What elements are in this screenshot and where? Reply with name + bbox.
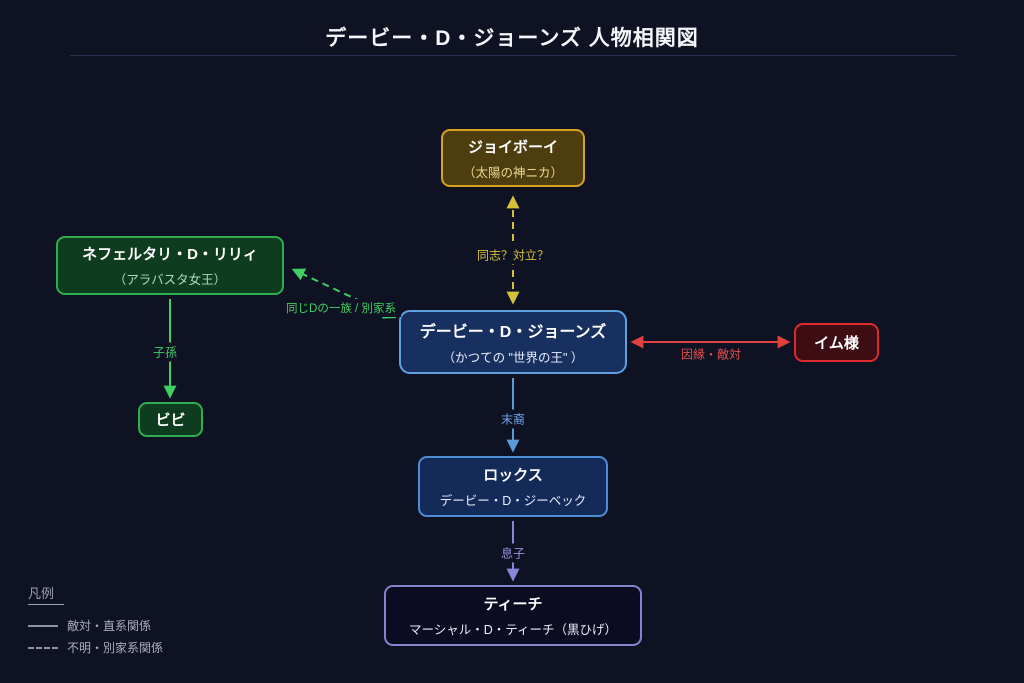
title-divider [70, 55, 956, 56]
legend-solid-label: 敵対・直系関係 [67, 619, 152, 633]
node-vivi: ビビ [138, 402, 203, 437]
edge-label-rocks-teach: 息子 [495, 543, 531, 563]
node-lily-subtitle: （アラバスタ女王） [113, 273, 227, 287]
node-joyboy-subtitle: （太陽の神ニカ） [462, 165, 563, 180]
edge-label-lily-davyjones: 同じDの一族 / 別家系 [281, 299, 401, 317]
page-title: デービー・D・ジョーンズ 人物相関図 [325, 27, 699, 50]
node-im-title: イム様 [814, 335, 859, 352]
edge-label-lily-vivi: 子孫 [147, 342, 183, 362]
node-davy-jones: デービー・D・ジョーンズ （かつての "世界の王" ） [399, 310, 627, 374]
legend: 凡例 敵対・直系関係 不明・別家系関係 [28, 583, 163, 661]
legend-item-solid: 敵対・直系関係 [28, 617, 163, 634]
node-joyboy-title: ジョイボーイ [467, 138, 558, 156]
legend-dashed-line-sample [28, 646, 58, 649]
edge-label-davyjones-im: 因縁・敵対 [675, 344, 747, 364]
node-joyboy: ジョイボーイ （太陽の神ニカ） [441, 129, 585, 187]
node-teach-subtitle: マーシャル・D・ティーチ（黒ひげ） [408, 623, 618, 637]
node-teach: ティーチ マーシャル・D・ティーチ（黒ひげ） [384, 585, 642, 646]
legend-solid-line-sample [28, 624, 58, 627]
node-nefertari-lily: ネフェルタリ・D・リリィ （アラバスタ女王） [56, 236, 284, 295]
edge-label-joyboy-davyjones: 同志？対立？ [471, 245, 555, 265]
edge-label-davyjones-rocks: 末裔 [495, 409, 531, 429]
node-teach-title: ティーチ [483, 596, 543, 613]
node-davyjones-title: デービー・D・ジョーンズ [419, 324, 607, 341]
node-im: イム様 [794, 323, 879, 362]
legend-dashed-label: 不明・別家系関係 [67, 641, 164, 655]
legend-item-dashed: 不明・別家系関係 [28, 639, 163, 656]
node-lily-title: ネフェルタリ・D・リリィ [82, 246, 258, 263]
legend-title: 凡例 [28, 583, 65, 605]
node-rocks-subtitle: デービー・D・ジーベック [439, 494, 587, 508]
node-rocks-title: ロックス [483, 467, 543, 484]
node-vivi-title: ビビ [155, 412, 186, 429]
node-rocks: ロックス デービー・D・ジーベック [418, 456, 608, 517]
node-davyjones-subtitle: （かつての "世界の王" ） [442, 351, 584, 365]
